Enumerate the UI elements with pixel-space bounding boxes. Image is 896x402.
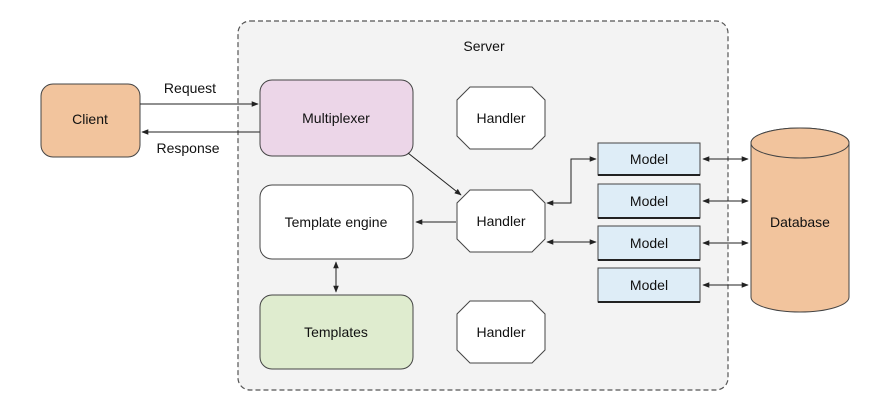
- handler-middle-shape: [456, 189, 546, 253]
- database-cylinder: Database: [750, 127, 850, 313]
- model-4-label: Model: [630, 277, 668, 293]
- model-2: Model: [597, 183, 701, 219]
- database-label: Database: [770, 214, 830, 230]
- handler-top-shape: [456, 86, 546, 150]
- model-1: Model: [597, 142, 701, 176]
- model-3: Model: [597, 225, 701, 261]
- multiplexer-label: Multiplexer: [302, 110, 370, 126]
- response-label: Response: [156, 140, 219, 156]
- client-box: [40, 83, 141, 158]
- handler-bottom-label: Handler: [476, 324, 525, 340]
- template-engine-box: [259, 184, 414, 260]
- handler-bottom-shape: [456, 300, 546, 364]
- templates-label: Templates: [304, 324, 368, 340]
- client-label: Client: [72, 111, 108, 127]
- request-label: Request: [164, 80, 216, 96]
- model-3-label: Model: [630, 235, 668, 251]
- model-4: Model: [597, 267, 701, 303]
- templates-box: [259, 294, 414, 370]
- server-label: Server: [463, 38, 505, 54]
- model-2-label: Model: [630, 193, 668, 209]
- handler-middle-label: Handler: [476, 213, 525, 229]
- multiplexer-box: [259, 79, 414, 157]
- handler-top-label: Handler: [476, 110, 525, 126]
- model-1-label: Model: [630, 151, 668, 167]
- handler-model1-arrow: [546, 156, 597, 206]
- multiplexer-handler-arrow: [407, 152, 462, 196]
- template-engine-label: Template engine: [285, 214, 388, 230]
